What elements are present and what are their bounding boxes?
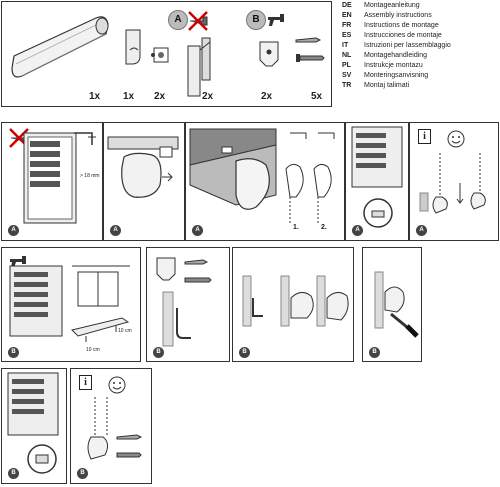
info-icon: i bbox=[418, 129, 431, 144]
step-badge-b: B bbox=[8, 468, 19, 479]
step-a3-panel: 1. 2. A bbox=[185, 122, 345, 241]
chain-safety-illustration bbox=[419, 153, 486, 214]
step-a4-panel: A bbox=[345, 122, 409, 241]
option-b-badge: B bbox=[246, 10, 266, 30]
window-with-blind-illustration bbox=[23, 132, 77, 224]
step-badge-a: A bbox=[8, 225, 19, 236]
step-a5-panel: i A bbox=[409, 122, 499, 241]
roller-blind-illustration bbox=[11, 16, 109, 78]
step-b4-panel: B bbox=[362, 247, 422, 362]
step-badge-b: B bbox=[77, 468, 88, 479]
qty-clip: 2x bbox=[154, 91, 166, 102]
step-b3-panel: B bbox=[232, 247, 354, 362]
blind-with-zoom-illustration bbox=[351, 126, 403, 228]
smiley-icon bbox=[108, 376, 126, 394]
step-b1-panel: 10 cm 10 cm B bbox=[1, 247, 141, 362]
qty-clamp: 2x bbox=[202, 91, 214, 102]
step-b6-panel: i B bbox=[70, 368, 152, 484]
step-a1-panel: > 18 mm A bbox=[1, 122, 103, 241]
bracket-detail-icon bbox=[74, 132, 96, 145]
blind-mount-on-bracket-illustration bbox=[189, 128, 335, 225]
bracket-screw-illustration bbox=[156, 257, 212, 347]
blind-with-zoom-illustration bbox=[7, 372, 59, 474]
chain-safety-screw-illustration bbox=[87, 397, 143, 460]
step-b2-panel: B bbox=[146, 247, 230, 362]
clamp-bracket-icon bbox=[187, 37, 211, 97]
window-measure-illustration bbox=[9, 265, 130, 342]
screw-bracket-icon bbox=[259, 41, 279, 67]
step-badge-b: B bbox=[153, 347, 164, 358]
dowel-and-screw-icon bbox=[295, 37, 325, 62]
parts-panel: A B 1x 1x 2x 2x 2x 5x bbox=[1, 1, 332, 107]
step-a2-panel: A bbox=[103, 122, 185, 241]
no-drill-icon bbox=[188, 11, 208, 31]
step-number-1: 1. bbox=[293, 224, 299, 231]
dimension-label-right: 10 cm bbox=[118, 328, 132, 334]
step-badge-b: B bbox=[239, 347, 250, 358]
step-badge-a: A bbox=[110, 225, 121, 236]
qty-screws: 5x bbox=[311, 91, 323, 102]
drill-icon bbox=[268, 14, 284, 26]
step-number-2: 2. bbox=[321, 224, 327, 231]
step-badge-b: B bbox=[369, 347, 380, 358]
option-a-badge: A bbox=[168, 10, 188, 30]
qty-side-bracket: 1x bbox=[123, 91, 135, 102]
smiley-icon bbox=[447, 130, 465, 148]
side-bracket-icon bbox=[125, 29, 141, 65]
step-badge-b: B bbox=[8, 347, 19, 358]
qty-screw-bracket: 2x bbox=[261, 91, 273, 102]
drill-icon bbox=[10, 256, 26, 268]
step-badge-a: A bbox=[352, 225, 363, 236]
dimension-label-left: 10 cm bbox=[86, 347, 100, 353]
clamp-on-frame-illustration bbox=[107, 136, 179, 198]
screwdriver-release-illustration bbox=[374, 271, 419, 338]
qty-blind: 1x bbox=[89, 91, 101, 102]
step-badge-a: A bbox=[416, 225, 427, 236]
step-b5-panel: B bbox=[1, 368, 67, 484]
measure-label: > 18 mm bbox=[80, 173, 100, 179]
info-icon: i bbox=[79, 375, 92, 390]
step-badge-a: A bbox=[192, 225, 203, 236]
bracket-mount-sequence-illustration bbox=[242, 275, 349, 327]
clip-icon bbox=[151, 47, 169, 63]
